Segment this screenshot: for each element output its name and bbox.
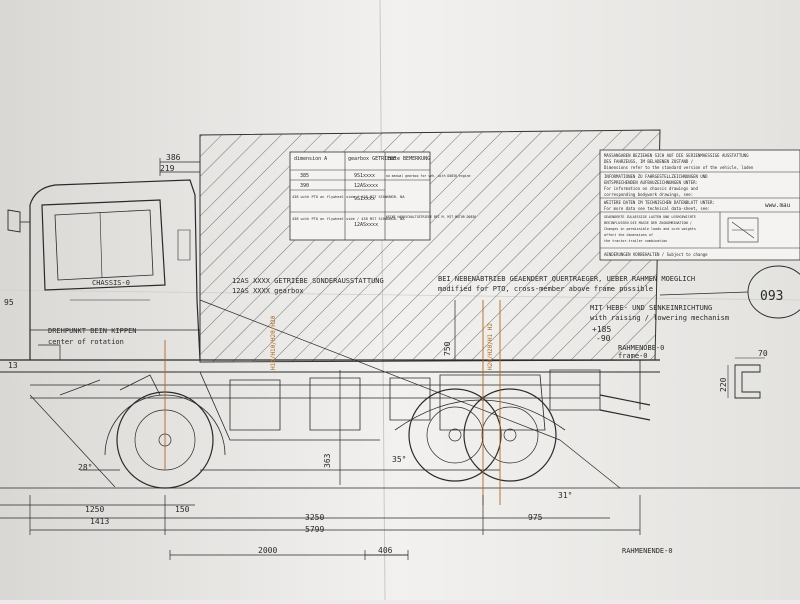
lift-label-de: MIT HEBE- UND SENKEINRICHTUNG: [590, 304, 712, 312]
note-line-9: For more data see technical data-sheet, …: [604, 206, 710, 211]
mirror-icon: [7, 209, 21, 233]
rear-wheel-1: [408, 388, 502, 482]
notes-box: [599, 149, 800, 261]
url-text: www.mau: [765, 202, 791, 209]
note-line-13: affect the dimensions of: [604, 233, 653, 237]
table-note-1: no manual gearbox for veh. with D0836 en…: [386, 174, 471, 178]
rear-wheel-2: [463, 388, 557, 482]
logo-mark: [727, 217, 759, 243]
dim-750: 750: [443, 341, 452, 356]
dim-406: 406: [378, 546, 393, 555]
angle-lines: [0, 299, 800, 489]
pto-label-en: modified for PTO, cross-member above fra…: [438, 285, 653, 293]
table-note-2: KEINE HANDSCHALTGETRIEBE BEI M. MIT MOTO…: [386, 215, 476, 219]
note-line-4: INFORMATIONEN ZU FAHRGESTELLZEICHNUNGEN …: [604, 174, 708, 179]
frame-upper-label-en: frame-0: [618, 352, 648, 360]
frame-upper-label-de: RAHMENOBE-0: [618, 344, 664, 352]
note-line-6: For information on chassis drawings and: [604, 186, 699, 191]
table-gearbox-1: 9S1xxxx: [354, 173, 375, 179]
note-line-15: AENDERUNGEN VORBEHALTEN / Subject to cha…: [604, 252, 708, 257]
table-header-gearbox: gearbox GETRIEBE: [348, 156, 396, 162]
table-dim-385: 385: [300, 173, 309, 179]
frame-profile-detail: [727, 357, 765, 399]
table-dim-390: 390: [300, 183, 309, 189]
note-line-7: corresponding bodywork drawings, see:: [604, 192, 693, 197]
dim-363: 363: [323, 453, 332, 468]
rear-wheel-arch: [394, 399, 566, 431]
dim-95: 95: [4, 298, 14, 307]
dim-35-deg: 35°: [392, 455, 406, 464]
axle-reference-lines: [164, 300, 501, 505]
table-dim-438-b: 438 with PTO on flywheel side / 438 MIT …: [292, 217, 405, 221]
dim-5799: 5799: [305, 525, 324, 534]
dim-219: 219: [160, 164, 175, 173]
dim-975: 975: [528, 513, 543, 522]
frame-end-label: RAHMENENDE-0: [622, 547, 673, 555]
note-line-1: MASSANGABEN BEZIEHEN SICH AUF DIE SERIEN…: [604, 153, 749, 158]
pto-label-de: BEI NEBENABTRIEB GEAENDERT QUERTRAEGER, …: [438, 275, 695, 283]
dim-31-deg: 31°: [558, 491, 572, 500]
note-line-2: DES FAHRZEUGS, IM BELADENEN ZUSTAND /: [604, 159, 694, 164]
gearbox-label-de: 12AS XXXX GETRIEBE SONDERAUSSTATTUNG: [232, 277, 384, 285]
note-line-12: Changes in permissible loads and curb we…: [604, 227, 696, 231]
note-line-11: BEEINFLUSSEN DIE MASSE DER ZUGKOMBINATIO…: [604, 221, 692, 225]
chassis-label: CHASSIS-0: [92, 279, 130, 287]
dim-150: 150: [175, 505, 190, 514]
dim-3250: 3250: [305, 513, 324, 522]
orange-ref-b: H20/H20/H1 H2: [487, 323, 494, 370]
dim-minus-90: -90: [596, 334, 611, 343]
dim-plus-185: +185: [592, 325, 611, 334]
dim-2000: 2000: [258, 546, 277, 555]
table-gearbox-2: 12ASxxxx: [354, 183, 378, 189]
dim-1250: 1250: [85, 505, 104, 514]
truck-cab: [7, 179, 201, 361]
lift-label-en: with raising / lowering mechanism: [590, 314, 729, 322]
note-line-3: Dimensions refer to the standard version…: [604, 165, 754, 170]
dim-386: 386: [166, 153, 181, 162]
note-line-5: ENTSPRECHENDEN AUFBAUZEICHNUNGEN UNTER:: [604, 180, 698, 185]
pivot-label-de: DREHPUNKT BEIN KIPPEN: [48, 327, 137, 335]
stamp-number: 093: [760, 289, 783, 304]
table-header-dimension: dimension A: [294, 156, 327, 162]
dim-13: 13: [8, 361, 18, 370]
table-dim-438-a: 438 with PTO on flywheel side / 438 MIT …: [292, 195, 405, 199]
table-gearbox-3: 9S1xxxx: [354, 196, 375, 202]
gearbox-table: [289, 151, 431, 241]
pivot-label-en: center of rotation: [48, 338, 124, 346]
note-line-8: WEITERE DATEN IM TECHNISCHEN DATENBLATT …: [604, 200, 715, 205]
dim-220: 220: [719, 377, 728, 392]
gearbox-label-en: 12AS XXXX gearbox: [232, 287, 304, 295]
note-line-14: the tractor-trailer combination: [604, 239, 667, 243]
table-gearbox-4: 12ASxxxx: [354, 222, 378, 228]
dimension-lines: [0, 158, 641, 560]
dim-70: 70: [758, 349, 768, 358]
note-line-10: GEAENDERTE ZULAESSIGE LASTEN UND LEERGEW…: [604, 215, 696, 219]
chassis-frame: [0, 359, 660, 441]
dim-28-deg: 28°: [78, 463, 92, 472]
orange-ref-a: H10/H10/H20/H20: [270, 315, 277, 370]
table-header-note: note BEMERKUNG: [388, 156, 430, 162]
dim-1413: 1413: [90, 517, 109, 526]
